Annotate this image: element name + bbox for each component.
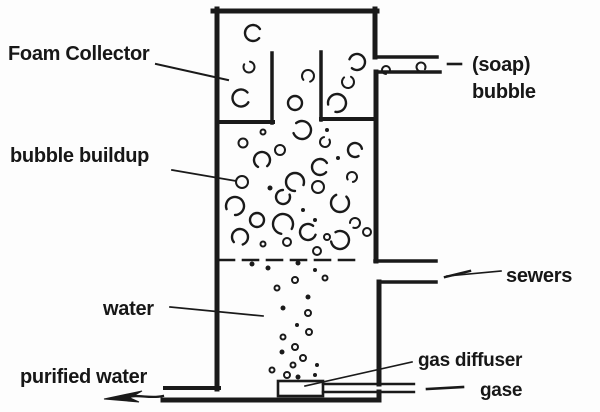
foam-collector-leader-line — [154, 62, 230, 82]
purified-water-arrow-head — [103, 390, 143, 403]
bubble — [346, 171, 358, 183]
bubble — [259, 240, 267, 248]
bubble — [329, 192, 351, 214]
gas-dot — [313, 268, 317, 272]
label-foam-collector: Foam Collector — [8, 43, 150, 65]
label-soap-bubble-line1: (soap) — [472, 54, 531, 76]
sewers-leader-tick — [443, 269, 472, 279]
gas-dot — [265, 265, 271, 271]
gas-dot — [279, 349, 285, 355]
bubble — [298, 222, 318, 242]
gas-dot — [313, 218, 317, 222]
bubble — [346, 141, 364, 159]
bubble — [323, 233, 331, 241]
soap-bubble — [381, 65, 391, 75]
bubble — [259, 128, 267, 136]
gas-dot — [291, 276, 299, 284]
water-plume-dots-filled — [249, 260, 319, 380]
bubble — [230, 227, 250, 247]
bubble — [347, 52, 367, 72]
bubble — [291, 119, 313, 141]
bubble — [231, 88, 251, 108]
gas-dot — [304, 309, 312, 317]
label-purified-water: purified water — [20, 366, 147, 388]
gas-dot — [305, 328, 313, 336]
gas-dot — [301, 208, 305, 212]
gas-dot — [291, 343, 299, 351]
label-bubble-buildup: bubble buildup — [10, 145, 150, 167]
bubble — [301, 69, 316, 83]
bubble — [312, 246, 322, 256]
bubble — [235, 175, 249, 189]
gas-dot — [273, 284, 281, 292]
bubble — [242, 60, 256, 74]
label-gas: gase — [480, 380, 523, 401]
gas-dot — [299, 354, 307, 362]
bubble — [311, 180, 325, 194]
bubble — [310, 157, 330, 177]
gas-diffuser-leader-line — [304, 361, 413, 387]
gas-dot — [280, 305, 286, 311]
bubble — [319, 136, 331, 148]
gas-dot — [321, 274, 329, 282]
bubble — [341, 75, 355, 89]
foam-collector-bubbles — [231, 23, 367, 114]
soap-pipe-bubbles — [381, 61, 427, 75]
bubble — [282, 237, 292, 247]
gas-dot — [279, 333, 287, 341]
bubble — [248, 211, 266, 229]
gas-dot — [313, 373, 317, 377]
label-gas-diffuser: gas diffuser — [418, 350, 523, 371]
soap-bubble — [415, 61, 427, 73]
gas-dot — [268, 366, 276, 374]
gas-dot — [295, 374, 301, 380]
label-sewers: sewers — [506, 265, 573, 287]
bubble — [326, 92, 348, 114]
bubble — [243, 23, 263, 43]
gas-dot — [289, 361, 297, 369]
bubble — [349, 217, 361, 229]
water-plume-dots-open — [268, 274, 329, 379]
gas-dot — [249, 261, 255, 267]
gas-dot — [267, 185, 273, 191]
gas-dot — [336, 156, 340, 160]
bubble — [286, 94, 304, 112]
gas-dot — [295, 260, 301, 266]
gas-leader-dash — [425, 385, 465, 391]
gas-dot — [305, 294, 311, 300]
gas-dot — [283, 371, 291, 379]
bubble-buildup-bubbles — [224, 119, 372, 256]
water-leader-line — [169, 306, 264, 317]
bubble — [274, 144, 286, 156]
label-soap-bubble: (soap) bubble — [472, 52, 536, 106]
label-water: water — [103, 298, 154, 320]
gas-dot — [295, 323, 299, 327]
bubble — [271, 212, 295, 236]
bubble — [237, 137, 249, 149]
bubble-buildup-dots — [267, 128, 340, 222]
bubble — [252, 150, 272, 170]
gas-dot — [325, 128, 329, 132]
bubble — [274, 188, 292, 206]
label-soap-bubble-line2: bubble — [472, 81, 536, 103]
gas-dot — [315, 363, 319, 367]
bubble — [329, 229, 351, 251]
bubble-buildup-leader-line — [171, 169, 237, 182]
bubble — [284, 171, 306, 193]
bubble — [224, 195, 246, 217]
bubble — [362, 227, 372, 237]
